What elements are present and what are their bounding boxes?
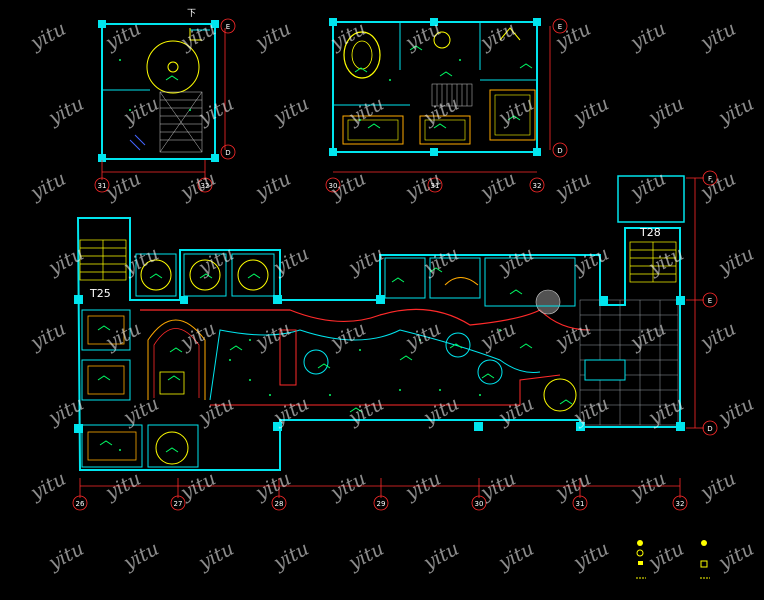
axis-main-30-label: 30 [475,500,484,508]
row-top-right-D-label: D [557,147,562,155]
ceiling-ellipse [343,31,381,79]
axis-main-27-bubble [170,495,186,511]
axis-top-right-32-bubble [529,177,545,193]
row-main-F-label: F [708,175,712,183]
plan-top-right [329,18,551,173]
legend [636,540,710,579]
axis-top-right-30-label: 30 [329,182,338,190]
row-top-left-E-bubble [220,18,236,34]
grille-circle [535,289,561,315]
axis-top-right-30-bubble [325,177,341,193]
axis-main-31-bubble [572,495,588,511]
stair-tag-left: T25 [90,287,111,300]
axis-top-right-31-bubble [427,177,443,193]
ceiling-circle [146,40,200,94]
axis-main-30-bubble [471,495,487,511]
stair-tag-right: T28 [640,226,661,239]
axis-top-right-32-label: 32 [533,182,542,190]
axis-main-28-label: 28 [275,500,284,508]
axis-main-31-label: 31 [576,500,585,508]
axis-main-28-bubble [271,495,287,511]
row-top-right-E-bubble [552,18,568,34]
axis-main-32-label: 32 [676,500,685,508]
plan-main [74,45,704,498]
stair-hatch [159,91,203,153]
axis-main-26-label: 26 [76,500,85,508]
axis-main-27-label: 27 [174,500,183,508]
row-top-right-E-label: E [558,23,562,31]
axis-top-left-31-bubble [94,177,110,193]
axis-main-29-label: 29 [377,500,386,508]
axis-top-left-32-bubble [197,177,213,193]
row-top-left-E-label: E [226,23,230,31]
row-main-E-label: E [708,297,712,305]
row-top-left-D-label: D [225,149,230,157]
row-main-F-bubble [702,170,718,186]
row-main-D-bubble [702,420,718,436]
axis-top-left-31-label: 31 [98,182,107,190]
plan-top-left [98,20,226,180]
row-main-E-bubble [702,292,718,308]
axis-main-26-bubble [72,495,88,511]
north-marker: 下 [187,9,197,19]
row-top-left-D-bubble [220,144,236,160]
row-top-right-D-bubble [552,142,568,158]
axis-top-left-32-label: 32 [201,182,210,190]
row-main-D-label: D [707,425,712,433]
axis-main-29-bubble [373,495,389,511]
axis-main-32-bubble [672,495,688,511]
elevation-tags [97,45,573,453]
axis-top-right-31-label: 31 [431,182,440,190]
